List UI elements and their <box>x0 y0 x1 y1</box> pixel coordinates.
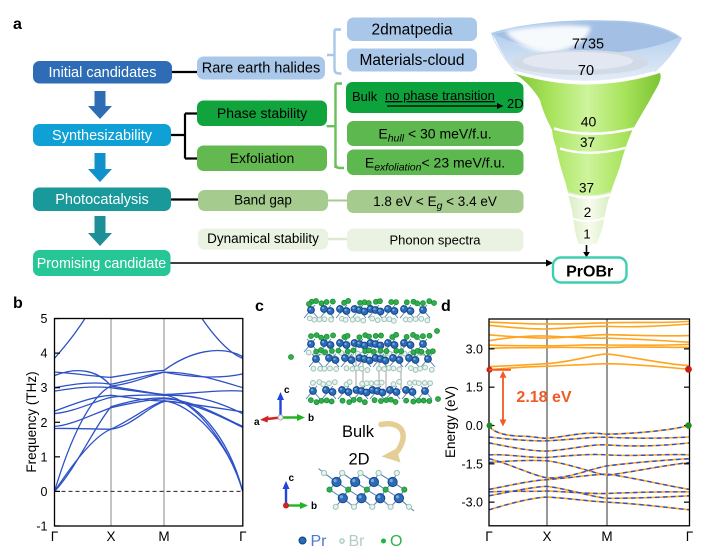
svg-text:37: 37 <box>579 181 594 196</box>
svg-text:Ehull < 30 meV/f.u.: Ehull < 30 meV/f.u. <box>378 126 491 145</box>
svg-text:Frequency (THz): Frequency (THz) <box>24 371 39 472</box>
svg-text:Rare earth halides: Rare earth halides <box>202 61 321 77</box>
svg-text:Γ: Γ <box>239 529 247 544</box>
svg-text:1: 1 <box>41 450 48 464</box>
svg-text:M: M <box>601 529 612 544</box>
svg-text:4: 4 <box>41 347 48 361</box>
svg-text:Phase stability: Phase stability <box>217 105 307 121</box>
svg-text:Band gap: Band gap <box>234 193 292 208</box>
svg-text:b: b <box>13 295 23 312</box>
svg-text:1.5: 1.5 <box>466 381 483 395</box>
svg-text:Bulk: Bulk <box>342 423 375 441</box>
svg-text:5: 5 <box>41 312 48 326</box>
svg-text:3.0: 3.0 <box>466 342 483 356</box>
svg-text:b: b <box>308 413 314 424</box>
svg-text:2: 2 <box>584 205 592 220</box>
svg-text:b: b <box>311 501 317 512</box>
svg-text:Bulk: Bulk <box>352 89 378 104</box>
svg-text:c: c <box>284 385 290 396</box>
svg-text:-1.5: -1.5 <box>461 457 483 471</box>
svg-text:Exfoliation: Exfoliation <box>230 150 295 166</box>
svg-text:3: 3 <box>41 381 48 395</box>
svg-text:Pr: Pr <box>311 533 328 550</box>
svg-text:no phase transition: no phase transition <box>385 88 495 103</box>
svg-text:c: c <box>255 298 264 315</box>
svg-text:d: d <box>441 298 451 315</box>
svg-text:Energy (eV): Energy (eV) <box>443 386 458 458</box>
svg-text:X: X <box>542 529 551 544</box>
svg-text:Γ: Γ <box>485 529 493 544</box>
svg-text:2dmatpedia: 2dmatpedia <box>371 22 452 39</box>
svg-text:70: 70 <box>578 63 594 79</box>
svg-text:Γ: Γ <box>51 529 59 544</box>
svg-text:Dynamical stability: Dynamical stability <box>207 231 319 246</box>
svg-text:O: O <box>390 533 402 550</box>
svg-text:Γ: Γ <box>686 529 694 544</box>
svg-text:1.8 eV < Eg < 3.4 eV: 1.8 eV < Eg < 3.4 eV <box>373 194 497 212</box>
svg-text:0: 0 <box>41 485 48 499</box>
svg-text:a: a <box>13 16 22 33</box>
svg-text:Br: Br <box>349 533 366 550</box>
svg-text:2D: 2D <box>507 96 524 111</box>
svg-text:40: 40 <box>581 114 597 130</box>
svg-text:2: 2 <box>41 416 48 430</box>
svg-text:a: a <box>254 417 260 428</box>
svg-text:X: X <box>106 529 115 544</box>
svg-text:2D: 2D <box>348 451 369 469</box>
svg-text:2.18 eV: 2.18 eV <box>516 389 571 406</box>
svg-text:-3.0: -3.0 <box>461 496 483 510</box>
svg-text:Materials-cloud: Materials-cloud <box>359 52 464 69</box>
svg-text:Phonon spectra: Phonon spectra <box>389 233 481 248</box>
svg-text:37: 37 <box>580 135 595 150</box>
svg-text:1: 1 <box>583 227 590 242</box>
svg-text:Photocatalysis: Photocatalysis <box>55 192 149 208</box>
svg-text:M: M <box>158 529 169 544</box>
svg-text:Synthesizability: Synthesizability <box>52 128 153 144</box>
svg-text:0.0: 0.0 <box>466 419 483 433</box>
svg-text:PrOBr: PrOBr <box>566 264 613 281</box>
svg-text:7735: 7735 <box>572 37 604 53</box>
svg-text:Promising candidate: Promising candidate <box>37 256 167 272</box>
svg-text:-1: -1 <box>36 519 47 533</box>
svg-text:Initial candidates: Initial candidates <box>48 65 156 81</box>
svg-text:c: c <box>289 473 295 484</box>
